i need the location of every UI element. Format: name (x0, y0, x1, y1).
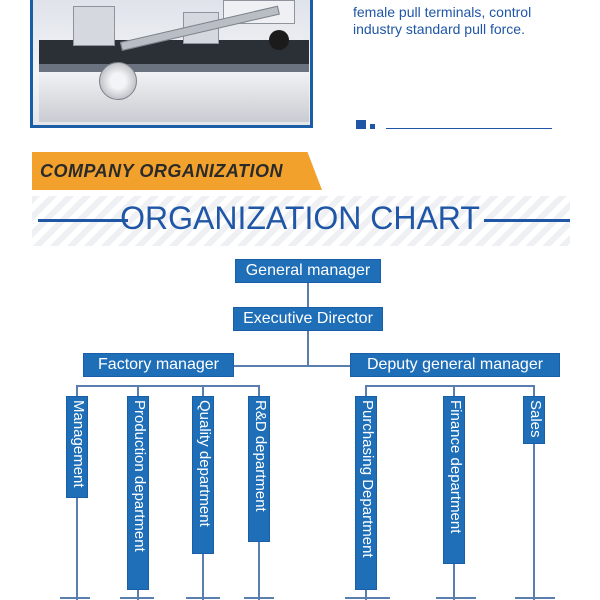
title-rule-left (38, 219, 128, 222)
dept-purchasing: Purchasing Department (355, 396, 377, 590)
lever-knob (269, 30, 289, 50)
dept-sales: Sales (523, 396, 545, 444)
product-description-line: industry standard pull force. (353, 21, 525, 37)
dept-finance: Finance department (443, 396, 465, 564)
connector-line (234, 365, 352, 367)
connector-line (307, 283, 309, 309)
connector-line (436, 597, 476, 599)
org-box-factory-manager: Factory manager (83, 353, 234, 377)
connector-line (186, 597, 220, 599)
connector-line (533, 385, 535, 600)
section-banner: COMPANY ORGANIZATION (32, 152, 322, 190)
dept-rd: R&D department (248, 396, 270, 542)
section-heading: COMPANY ORGANIZATION (40, 161, 283, 181)
machine-rail-edge (39, 64, 309, 72)
org-box-general-manager: General manager (235, 259, 381, 283)
dept-production: Production department (127, 396, 149, 590)
dept-quality: Quality department (192, 396, 214, 554)
connector-line (120, 597, 154, 599)
connector-line (307, 331, 309, 365)
product-photo (30, 0, 313, 128)
connector-line (244, 597, 274, 599)
dept-management: Management (66, 396, 88, 498)
org-box-executive-director: Executive Director (233, 307, 383, 331)
machine-clamp (73, 6, 115, 46)
lever-hub (99, 62, 137, 100)
connector-line (365, 385, 535, 387)
connector-line (60, 597, 90, 599)
org-box-deputy-general-manager: Deputy general manager (350, 353, 560, 377)
title-rule-right (484, 219, 570, 222)
product-description-line: female pull terminals, control (353, 4, 532, 20)
connector-line (515, 597, 555, 599)
chart-title: ORGANIZATION CHART (120, 200, 480, 236)
connector-line (345, 597, 390, 599)
connector-line (76, 385, 258, 387)
machine-body (39, 72, 309, 122)
